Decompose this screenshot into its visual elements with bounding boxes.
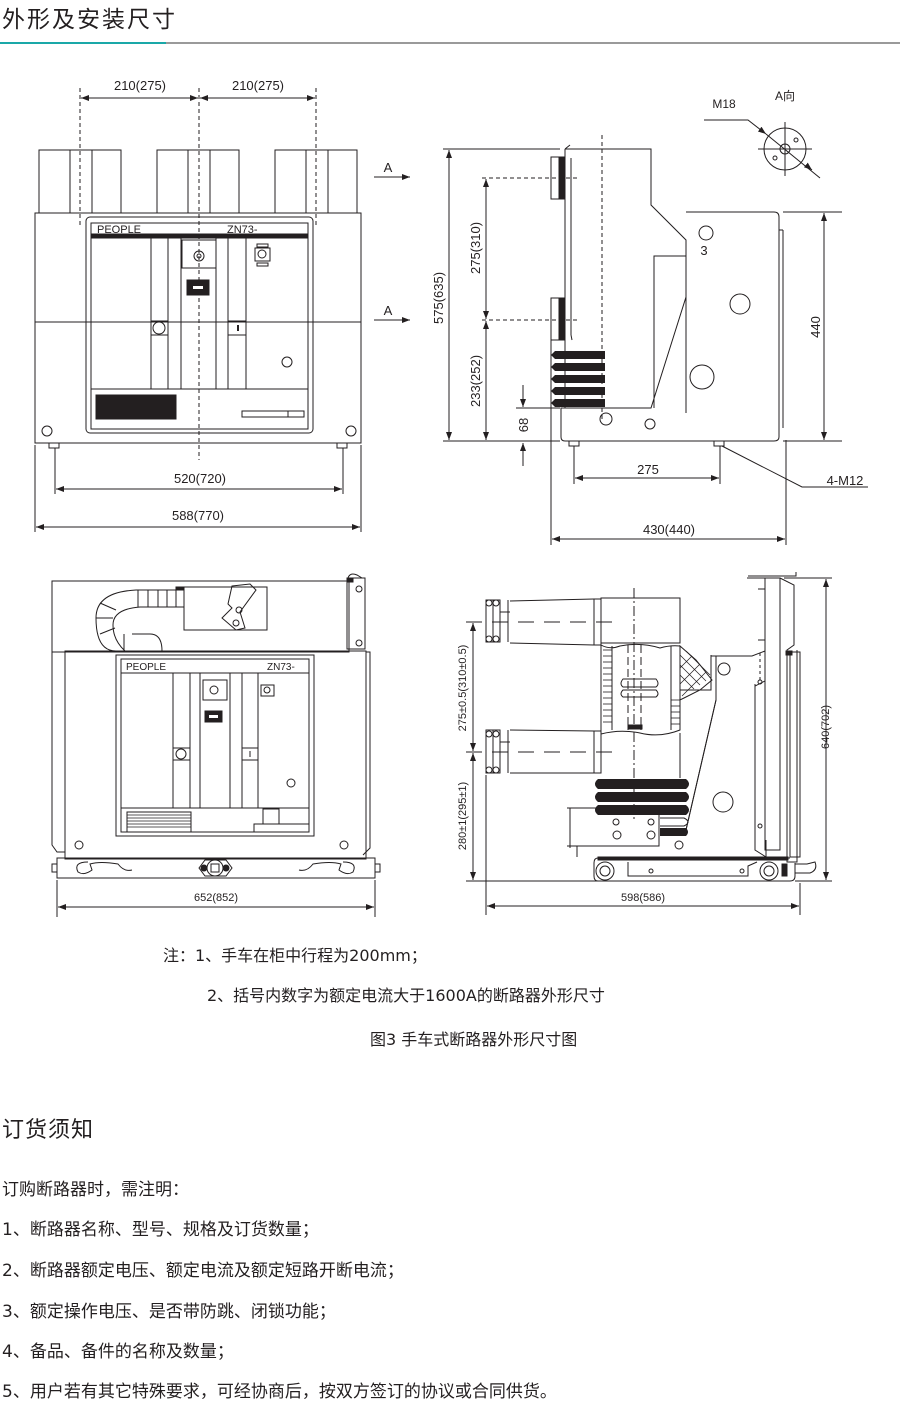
ordering-item: 1、断路器名称、型号、规格及订货数量；: [2, 1220, 319, 1240]
truck-panel-model-label: ZN73-: [267, 662, 295, 673]
side-view: [443, 119, 868, 545]
dim-lower-contact: 233(252): [468, 355, 483, 407]
dim-mount-width: 520(720): [174, 471, 226, 486]
note-1: 注：1、手车在柜中行程为200mm；: [163, 946, 427, 965]
thread-size-label: M18: [712, 97, 736, 111]
figure-caption: 图3 手车式断路器外形尺寸图: [370, 1030, 578, 1049]
ordering-intro: 订购断路器时，需注明：: [2, 1180, 189, 1200]
dim-overall-height: 575(635): [431, 272, 446, 324]
dim-mechanism-height: 440: [808, 316, 823, 338]
panel-model-label: ZN73-: [227, 224, 258, 236]
panel-brand-label: PEOPLE: [97, 224, 141, 236]
dim-lower-contact-height: 280±1(295±1): [457, 782, 469, 850]
view-arrow-label-bottom: A: [384, 303, 393, 318]
dim-truck-height: 640(702): [820, 705, 832, 749]
dim-contact-spacing: 275±0.5(310±0.5): [457, 645, 469, 732]
truck-front-view: [51, 573, 381, 917]
dim-upper-contact: 275(310): [468, 222, 483, 274]
view-arrow-label-top: A: [384, 160, 393, 175]
dim-truck-width: 652(852): [194, 892, 238, 904]
dim-truck-depth: 598(586): [621, 892, 665, 904]
dimension-drawing: 210(275) 210(275) PEOPLE ZN73- A A 520(7…: [34, 78, 868, 917]
dim-foot-spacing: 275: [637, 462, 659, 477]
ordering-item: 4、备品、备件的名称及数量；: [2, 1342, 234, 1362]
ordering-section-title: 订货须知: [2, 1118, 95, 1143]
title-divider-rule: [166, 42, 900, 44]
title-accent-rule: [0, 42, 166, 44]
dim-overall-depth: 430(440): [643, 522, 695, 537]
ordering-item: 2、断路器额定电压、额定电流及额定短路开断电流；: [2, 1261, 404, 1281]
hole-number-label: 3: [700, 243, 707, 258]
view-a-label: A向: [775, 88, 795, 103]
dim-overall-width: 588(770): [172, 508, 224, 523]
truck-side-view: [466, 572, 832, 915]
note-2: 2、括号内数字为额定电流大于1600A的断路器外形尺寸: [207, 986, 605, 1005]
ordering-item: 3、额定操作电压、是否带防跳、闭锁功能；: [2, 1302, 336, 1322]
front-view: [34, 88, 410, 532]
page-title: 外形及安装尺寸: [2, 7, 177, 33]
dim-pole-spacing-1: 210(275): [114, 78, 166, 93]
dim-pole-spacing-2: 210(275): [232, 78, 284, 93]
foot-bolt-label: 4-M12: [827, 473, 864, 488]
ordering-item: 5、用户若有其它特殊要求，可经协商后，按双方签订的协议或合同供货。: [2, 1382, 557, 1402]
dim-base-height: 68: [516, 418, 531, 432]
truck-panel-brand-label: PEOPLE: [126, 662, 166, 673]
